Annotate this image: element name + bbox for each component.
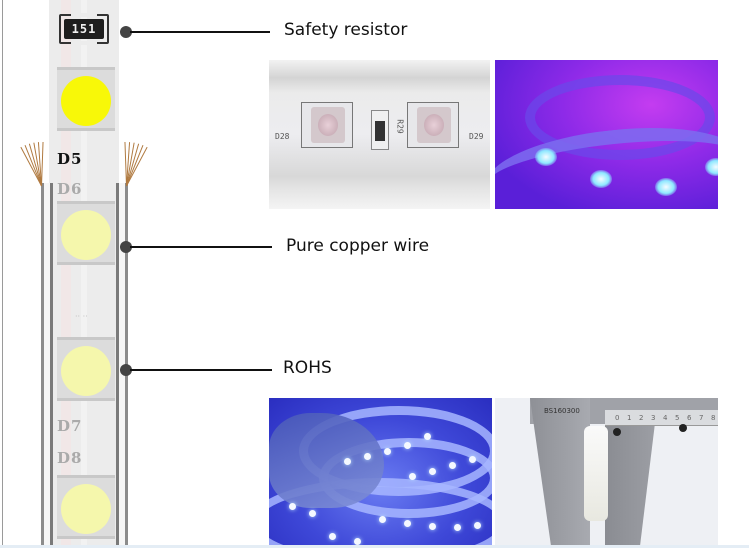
strip-cross-section-sample (584, 426, 608, 521)
strip-loop (525, 75, 715, 160)
photo-purple-strip-loop (495, 60, 718, 209)
led-dot (61, 484, 111, 534)
strip-coil (269, 478, 492, 546)
caliper-screw (679, 424, 687, 432)
caliper-background (691, 430, 718, 546)
copper-wire-rail-left-outer (41, 183, 44, 548)
pad-marks: ·· ·· (75, 312, 88, 321)
callout-line (130, 246, 272, 248)
pcb-mark: D29 (469, 132, 484, 141)
callout-dot-icon (120, 26, 132, 38)
led-chip (57, 337, 115, 401)
led-dot (61, 76, 111, 126)
copper-wire-rail-right-inner (116, 183, 119, 548)
caliper-jaw-right (605, 423, 655, 546)
callout-line (130, 369, 272, 371)
callout-safety-resistor: Safety resistor (284, 20, 408, 40)
hand (269, 413, 384, 508)
photo-caliper-measurement: 0 1 2 3 4 5 6 7 8 BS160300 (495, 398, 718, 546)
copper-strands-right-icon (124, 142, 148, 187)
callout-dot-icon (120, 364, 132, 376)
strip-band (495, 116, 718, 209)
photo-blue-strip-coils (269, 398, 492, 546)
led-glow (705, 158, 718, 176)
caliper-screw (613, 428, 621, 436)
callout-rohs: ROHS (283, 358, 332, 378)
led-glow (535, 148, 557, 166)
left-border-line (2, 0, 3, 548)
caliper-jaw-left (530, 398, 590, 546)
resistor-code: 151 (64, 19, 104, 39)
copper-strands-left-icon (20, 142, 44, 187)
smd-resistor (371, 110, 389, 150)
led-label-d6: D6 (57, 180, 83, 198)
resistor-bracket (59, 13, 109, 45)
led-label-d5: D5 (57, 150, 83, 168)
wire-casing-left (44, 183, 50, 548)
strip-highlight (81, 0, 87, 548)
callout-pure-copper-wire: Pure copper wire (286, 236, 430, 256)
led-chip (57, 201, 115, 265)
callout-line (130, 31, 270, 33)
led-dot (61, 210, 111, 260)
led-dot (61, 346, 111, 396)
pcb-mark: R29 (395, 119, 405, 134)
smd-led-pad (301, 102, 353, 148)
led-label-d7: D7 (57, 417, 83, 435)
strip-highlight (61, 0, 71, 548)
caliper-scale: 0 1 2 3 4 5 6 7 8 (605, 410, 718, 426)
pcb-mark: D28 (275, 132, 290, 141)
smd-led-pad (407, 102, 459, 148)
led-label-d8: D8 (57, 449, 83, 467)
led-glow (590, 170, 612, 188)
resistor-chip: 151 (59, 13, 109, 45)
bottom-border (0, 545, 749, 548)
led-chip-lit (57, 67, 115, 131)
callout-dot-icon (120, 241, 132, 253)
led-chip (57, 475, 115, 539)
led-glow (655, 178, 677, 196)
photo-strip-closeup: D28 R29 D29 (269, 60, 490, 209)
caliper-brand: BS160300 (544, 407, 580, 415)
copper-wire-rail-left-inner (50, 183, 53, 548)
